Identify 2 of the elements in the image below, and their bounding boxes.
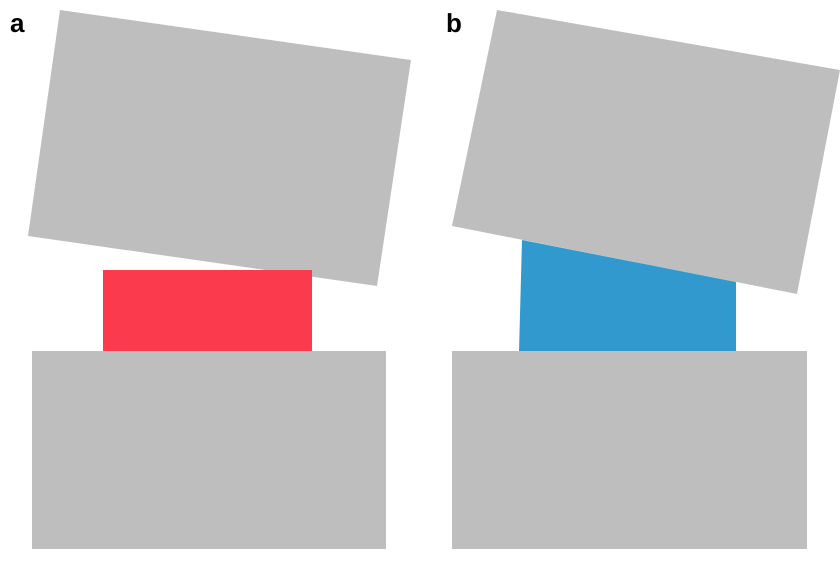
panel-label: b: [446, 10, 462, 36]
panel-label: a: [10, 10, 24, 36]
